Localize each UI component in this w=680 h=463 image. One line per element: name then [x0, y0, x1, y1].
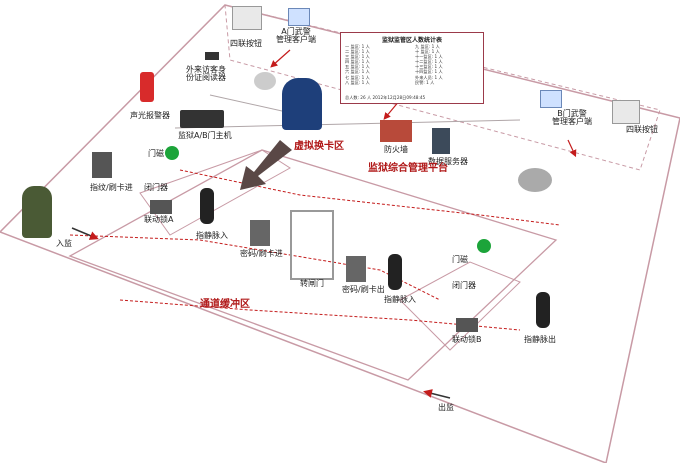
label-fingerprint-in: 指纹/刷卡进 [90, 183, 133, 192]
label-b-guard-client: B门武警 管理客户端 [552, 109, 592, 126]
door-sensor-icon [165, 146, 179, 160]
label-alarm: 声光报警器 [130, 111, 170, 120]
label-door-sensor-right: 门磁 [452, 255, 468, 264]
label-four-button-left: 四联按钮 [230, 39, 262, 48]
panel-row: 六 监区: 1 人 [345, 69, 370, 75]
door-b-zone [399, 261, 521, 351]
panel-row: 八 监区: 1 人 [345, 79, 370, 85]
exit-arrow [423, 389, 451, 399]
label-ab-door-host: 监狱A/B门主机 [178, 131, 232, 140]
label-door-sensor-left: 门磁 [148, 149, 164, 158]
panel-row: 十二监区: 1 人 [415, 59, 443, 65]
network-line [174, 119, 521, 129]
lock-icon [150, 200, 172, 214]
label-lock-a: 联动锁A [144, 215, 174, 224]
inner-zone-outline [68, 149, 558, 381]
server-icon [432, 128, 450, 154]
door-a-zone [139, 149, 291, 236]
dome-camera-icon [518, 168, 552, 192]
label-entry: 入监 [56, 239, 72, 248]
label-door-closer-right: 闭门器 [452, 281, 476, 290]
id-reader-icon [205, 52, 219, 60]
label-lock-b: 联动锁B [452, 335, 482, 344]
door-sensor-icon [477, 239, 491, 253]
label-a-guard-client: A门武警 管理客户端 [276, 27, 316, 44]
panel-row: 民警: 1 人 [415, 79, 435, 85]
label-password-out: 密码/刷卡出 [342, 285, 385, 294]
panel-footer: 总人数: 26 人 2012年12月28日09:48:45 [345, 95, 426, 100]
card-reader-icon [250, 220, 270, 246]
statistics-panel: 监狱监管区人数统计表 一 监区: 1 人二 监区: 1 人三 监区: 1 人四 … [340, 32, 484, 104]
soldier-icon [22, 186, 52, 238]
panel-row: 九 监区: 1 人 [415, 44, 440, 49]
outer-floor-outline [0, 4, 680, 463]
four-button-icon [232, 6, 262, 30]
label-platform: 监狱综合管理平台 [368, 163, 448, 174]
door-host-icon [180, 110, 224, 128]
vein-reader-icon [536, 292, 550, 328]
label-fingervein-in-left: 指静脉入 [196, 231, 228, 240]
panel-row: 十三监区: 1 人 [415, 64, 443, 70]
label-firewall: 防火墙 [384, 145, 408, 154]
fingerprint-reader-icon [92, 152, 112, 178]
panel-row: 七 监区: 1 人 [345, 74, 370, 80]
panel-row: 一 监区: 1 人 [345, 44, 370, 49]
monitor-icon [288, 8, 310, 26]
panel-row: 四 监区: 1 人 [345, 59, 370, 65]
panel-rows: 一 监区: 1 人二 监区: 1 人三 监区: 1 人四 监区: 1 人五 监区… [345, 44, 479, 85]
firewall-icon [380, 120, 412, 142]
panel-row: 外来人员: 1 人 [415, 74, 443, 80]
flow-arrow [240, 140, 292, 190]
label-password-in: 密码/刷卡进 [240, 249, 283, 258]
entry-arrow [71, 227, 99, 240]
panel-row: 五 监区: 1 人 [345, 64, 370, 70]
label-virtual-card-zone: 虚拟换卡区 [294, 141, 344, 152]
label-exit: 出监 [438, 403, 454, 412]
alarm-icon [140, 72, 154, 102]
link-arrow [567, 139, 577, 158]
label-data-server: 数据服务器 [428, 157, 468, 166]
monitor-icon [540, 90, 562, 108]
link-arrow [270, 49, 291, 68]
route-line [179, 169, 561, 226]
label-fingervein-out: 指静脉出 [524, 335, 556, 344]
lock-icon [456, 318, 478, 332]
card-reader-icon [346, 256, 366, 282]
operator-icon [282, 78, 322, 130]
panel-row: 二 监区: 1 人 [345, 49, 370, 55]
panel-row: 十 监区: 1 人 [415, 49, 440, 55]
label-visitor-reader: 外来访客身 份证阅读器 [186, 65, 226, 82]
dome-camera-icon [254, 72, 276, 90]
panel-row: 十一监区: 1 人 [415, 54, 443, 60]
vein-reader-icon [388, 254, 402, 290]
panel-row: 三 监区: 1 人 [345, 54, 370, 60]
label-turnstile: 转闸门 [300, 279, 324, 288]
platform-outline [224, 4, 661, 171]
turnstile-icon [290, 210, 334, 280]
label-buffer-zone: 通道缓冲区 [200, 299, 250, 310]
label-door-closer-left: 闭门器 [144, 183, 168, 192]
label-four-button-right: 四联按钮 [626, 125, 658, 134]
vein-reader-icon [200, 188, 214, 224]
panel-title: 监狱监管区人数统计表 [381, 37, 442, 44]
label-fingervein-in-right: 指静脉入 [384, 295, 416, 304]
panel-row: 十四监区: 1 人 [415, 69, 443, 75]
four-button-icon [612, 100, 640, 124]
